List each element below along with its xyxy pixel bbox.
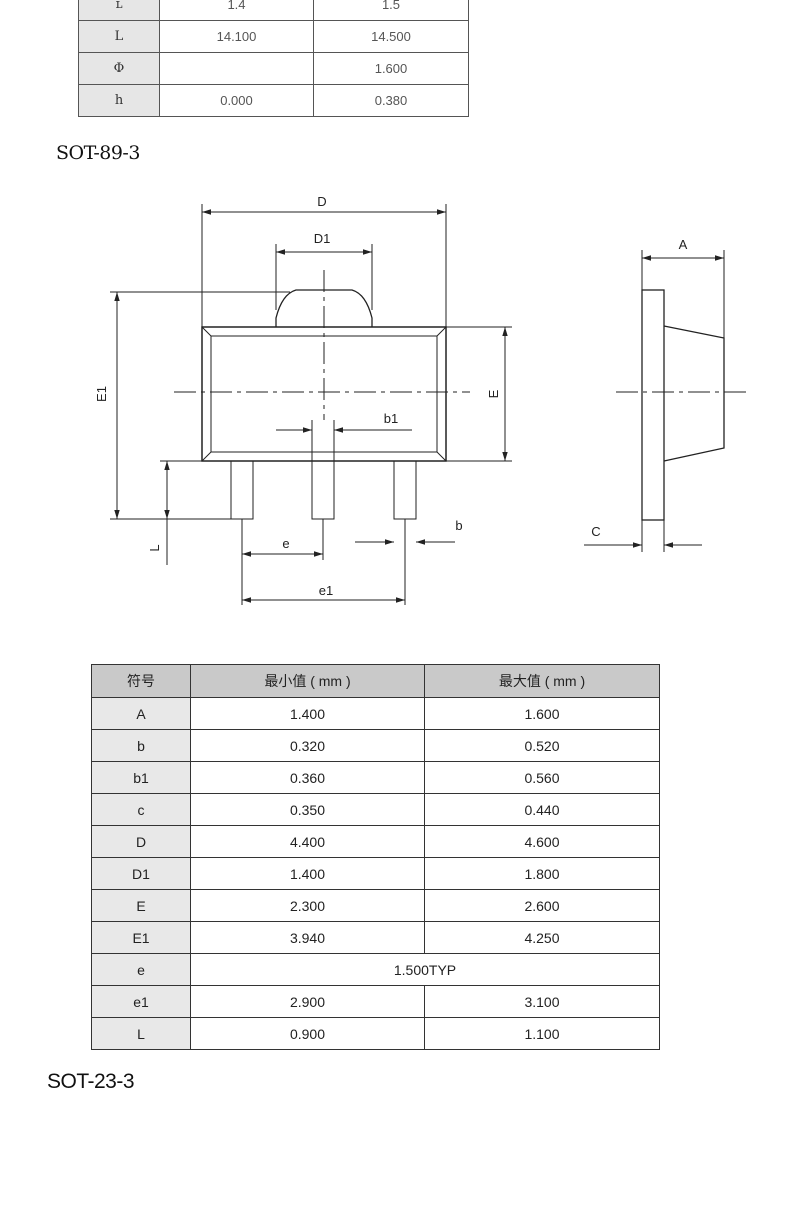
header-max: 最大值 ( mm ) [424,664,660,698]
label-e1: e1 [319,583,333,598]
header-symbol: 符号 [91,664,191,698]
max-cell: 1.5 [313,0,469,21]
symbol-cell: E [91,889,191,922]
lead-1 [230,460,254,520]
min-cell: 1.4 [159,0,314,21]
max-cell: 1.100 [424,1017,660,1050]
table-row: A 1.400 1.600 [91,697,660,730]
max-cell: 0.380 [313,84,469,117]
table-row: E 2.300 2.600 [91,889,660,922]
symbol-cell: h [78,84,160,117]
symbol-cell: b [91,729,191,762]
max-cell: 2.600 [424,889,660,922]
symbol-cell: A [91,697,191,730]
max-cell: 14.500 [313,20,469,53]
min-cell: 0.000 [159,84,314,117]
label-D: D [317,194,326,209]
symbol-cell: e [91,953,191,986]
max-cell: 1.800 [424,857,660,890]
table-row: D 4.400 4.600 [91,825,660,858]
previous-dimension-table: ʟ 1.4 1.5 L 14.100 14.500 Φ 1.600 h 0.00… [78,0,469,117]
table-row: b 0.320 0.520 [91,729,660,762]
lead-3 [393,460,417,520]
min-cell: 0.320 [190,729,425,762]
label-b1: b1 [384,411,398,426]
min-cell: 0.350 [190,793,425,826]
table-row: ʟ 1.4 1.5 [78,0,469,21]
sot89-package-drawing: D D1 E1 E b1 L e e1 b A C [94,194,750,605]
symbol-cell: L [78,20,160,53]
max-cell: 4.600 [424,825,660,858]
table-row: e 1.500TYP [91,953,660,986]
min-cell: 1.400 [190,697,425,730]
min-cell [159,52,314,85]
label-e: e [282,536,289,551]
lead-2 [311,460,335,520]
label-A: A [679,237,688,252]
symbol-cell: D1 [91,857,191,890]
min-cell: 4.400 [190,825,425,858]
symbol-cell: E1 [91,921,191,954]
table-row: c 0.350 0.440 [91,793,660,826]
symbol-cell: e1 [91,985,191,1018]
max-cell: 4.250 [424,921,660,954]
min-cell: 2.300 [190,889,425,922]
symbol-cell: b1 [91,761,191,794]
min-cell: 0.360 [190,761,425,794]
label-E: E [486,389,501,398]
max-cell: 1.600 [424,697,660,730]
table-row: b1 0.360 0.560 [91,761,660,794]
label-D1: D1 [314,231,331,246]
table-row: h 0.000 0.380 [78,84,469,117]
table-row: L 0.900 1.100 [91,1017,660,1050]
max-cell: 0.440 [424,793,660,826]
label-E1: E1 [94,386,109,402]
header-min: 最小值 ( mm ) [190,664,425,698]
symbol-cell: L [91,1017,191,1050]
table-row: D1 1.400 1.800 [91,857,660,890]
table-row: E1 3.940 4.250 [91,921,660,954]
sot89-dimension-table: 符号 最小值 ( mm ) 最大值 ( mm ) A 1.400 1.600 b… [91,664,660,1050]
label-b: b [455,518,462,533]
package-title-sot89: SOT-89-3 [56,142,140,164]
max-cell: 0.520 [424,729,660,762]
symbol-cell: c [91,793,191,826]
symbol-cell: Φ [78,52,160,85]
min-cell: 14.100 [159,20,314,53]
symbol-cell: D [91,825,191,858]
package-title-sot23: SOT-23-3 [47,1070,135,1093]
table-row: Φ 1.600 [78,52,469,85]
min-cell: 0.900 [190,1017,425,1050]
min-cell: 3.940 [190,921,425,954]
symbol-cell: ʟ [78,0,160,21]
table-header-row: 符号 最小值 ( mm ) 最大值 ( mm ) [91,664,660,698]
label-C: C [591,524,600,539]
table-row: e1 2.900 3.100 [91,985,660,1018]
max-cell: 0.560 [424,761,660,794]
min-cell: 1.400 [190,857,425,890]
max-cell: 3.100 [424,985,660,1018]
typ-cell: 1.500TYP [190,953,660,986]
side-view-frame [641,289,665,521]
label-L: L [147,544,162,551]
max-cell: 1.600 [313,52,469,85]
side-view-body [663,325,725,462]
table-row: L 14.100 14.500 [78,20,469,53]
min-cell: 2.900 [190,985,425,1018]
